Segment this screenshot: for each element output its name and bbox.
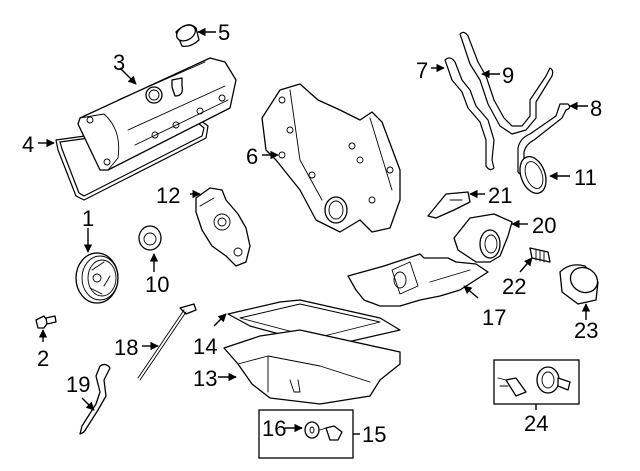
part-1-crank-pulley[interactable] — [75, 252, 119, 304]
callout-labels: 5 3 4 6 12 1 10 2 18 19 14 13 16 15 7 9 … — [22, 20, 602, 447]
callout-9: 9 — [502, 63, 514, 88]
part-7-gasket[interactable] — [444, 57, 495, 171]
part-5-oil-fill-cap[interactable] — [174, 22, 200, 48]
leader-3 — [119, 67, 137, 85]
part-22-filter-stud[interactable] — [529, 247, 551, 263]
callout-20: 20 — [532, 213, 556, 238]
leader-22 — [519, 257, 533, 273]
part-16-washer[interactable] — [304, 421, 320, 439]
callout-2: 2 — [37, 346, 49, 371]
callout-18: 18 — [114, 335, 138, 360]
part-21-bracket[interactable] — [427, 191, 471, 219]
leader-17 — [463, 285, 479, 299]
callout-13: 13 — [193, 366, 217, 391]
part-23-oil-filter[interactable] — [559, 263, 602, 305]
leader-14 — [213, 313, 227, 327]
part-6-timing-cover[interactable] — [261, 83, 401, 233]
part-19-dipstick-tube[interactable] — [79, 363, 111, 435]
callout-19: 19 — [66, 372, 90, 397]
part-2-bolt[interactable] — [35, 315, 57, 329]
part-9-gasket[interactable] — [459, 31, 554, 135]
callout-21: 21 — [488, 183, 512, 208]
callout-10: 10 — [145, 272, 169, 297]
leader-lines — [38, 27, 591, 435]
callout-7: 7 — [416, 58, 428, 83]
part-11-front-seal[interactable] — [515, 153, 551, 197]
part-20-filter-adapter[interactable] — [453, 213, 513, 263]
callout-8: 8 — [590, 96, 602, 121]
callout-11: 11 — [574, 165, 597, 190]
part-24-sensor-kit[interactable] — [493, 359, 580, 405]
callout-16: 16 — [262, 416, 286, 441]
callout-17: 17 — [482, 305, 506, 330]
callout-15: 15 — [362, 422, 386, 447]
callout-6: 6 — [246, 144, 258, 169]
callout-23: 23 — [574, 318, 598, 343]
callout-3: 3 — [113, 50, 125, 75]
callout-14: 14 — [193, 334, 217, 359]
callout-1: 1 — [82, 206, 94, 231]
part-12-oil-pump[interactable] — [195, 187, 251, 267]
part-13-oil-pan[interactable] — [223, 329, 401, 405]
callout-22: 22 — [502, 274, 526, 299]
part-10-seal[interactable] — [138, 225, 162, 251]
callout-4: 4 — [22, 132, 34, 157]
part-18-dipstick[interactable] — [137, 303, 197, 381]
leader-19 — [81, 397, 95, 411]
callout-5: 5 — [218, 20, 230, 45]
callout-12: 12 — [156, 183, 180, 208]
part-3-valve-cover[interactable] — [77, 57, 237, 171]
callout-24: 24 — [524, 411, 548, 436]
part-17-windage-tray[interactable] — [347, 253, 489, 307]
part-15-plug[interactable] — [319, 425, 343, 441]
